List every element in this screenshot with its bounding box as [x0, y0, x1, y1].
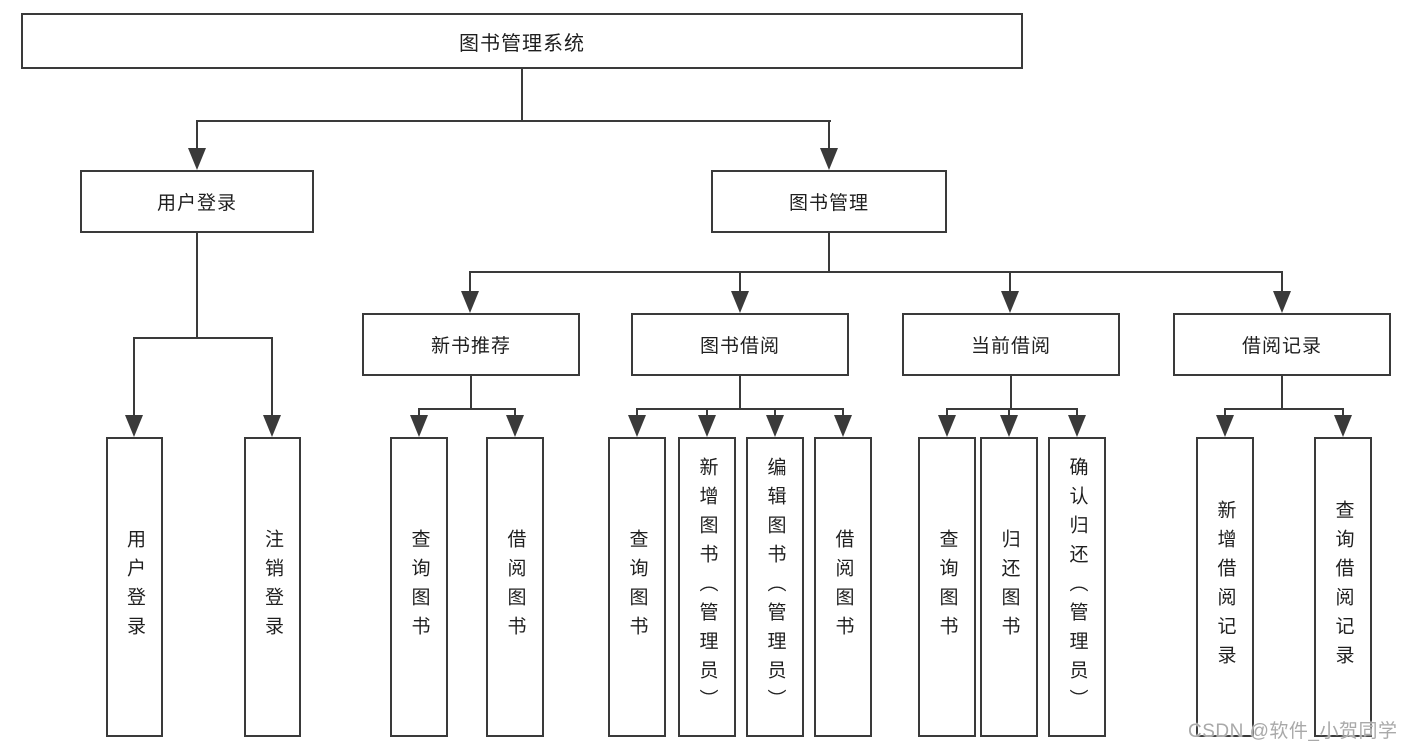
- leaf-add-book-admin: 新增图书（管理员）: [678, 437, 736, 737]
- leaf-borrow-books-recommendation: 借阅图书: [486, 437, 544, 737]
- connector-line: [1281, 376, 1283, 410]
- connector-line: [196, 120, 198, 150]
- csdn-watermark: CSDN @软件_小贺同学: [1188, 721, 1398, 742]
- arrow-down-icon: [461, 291, 479, 313]
- leaf-user-login: 用户登录: [106, 437, 163, 737]
- connector-line: [774, 408, 776, 417]
- arrow-down-icon: [766, 415, 784, 437]
- connector-line: [1281, 271, 1283, 293]
- connector-line: [418, 408, 420, 417]
- connector-line: [1009, 271, 1011, 293]
- leaf-edit-book-admin: 编辑图书（管理员）: [746, 437, 804, 737]
- leaf-add-borrow-record: 新增借阅记录: [1196, 437, 1254, 737]
- connector-line: [470, 376, 472, 410]
- leaf-query-books-current: 查询图书: [918, 437, 976, 737]
- connector-line: [196, 120, 831, 122]
- connector-line: [1342, 408, 1344, 417]
- node-borrowing-records: 借阅记录: [1173, 313, 1391, 376]
- connector-line: [842, 408, 844, 417]
- connector-line: [739, 271, 741, 293]
- connector-line: [1010, 376, 1012, 410]
- arrow-down-icon: [506, 415, 524, 437]
- leaf-borrow-books: 借阅图书: [814, 437, 872, 737]
- leaf-confirm-return-admin: 确认归还（管理员）: [1048, 437, 1106, 737]
- arrow-down-icon: [1273, 291, 1291, 313]
- arrow-down-icon: [1216, 415, 1234, 437]
- arrow-down-icon: [1000, 415, 1018, 437]
- arrow-down-icon: [698, 415, 716, 437]
- leaf-query-borrow-record: 查询借阅记录: [1314, 437, 1372, 737]
- arrow-down-icon: [628, 415, 646, 437]
- connector-line: [636, 408, 638, 417]
- connector-line: [418, 408, 516, 410]
- arrow-down-icon: [1001, 291, 1019, 313]
- connector-line: [133, 337, 135, 417]
- connector-line: [1008, 408, 1010, 417]
- connector-line: [828, 120, 830, 150]
- connector-line: [469, 271, 1283, 273]
- node-user-login: 用户登录: [80, 170, 314, 233]
- connector-line: [636, 408, 844, 410]
- arrow-down-icon: [188, 148, 206, 170]
- arrow-down-icon: [1068, 415, 1086, 437]
- connector-line: [739, 376, 741, 410]
- node-current-borrowing: 当前借阅: [902, 313, 1120, 376]
- connector-line: [469, 271, 471, 293]
- arrow-down-icon: [820, 148, 838, 170]
- leaf-query-books-recommendation: 查询图书: [390, 437, 448, 737]
- connector-line: [514, 408, 516, 417]
- connector-line: [1224, 408, 1344, 410]
- connector-line: [196, 233, 198, 339]
- leaf-logout: 注销登录: [244, 437, 301, 737]
- connector-line: [706, 408, 708, 417]
- connector-line: [133, 337, 273, 339]
- arrow-down-icon: [410, 415, 428, 437]
- connector-line: [946, 408, 1078, 410]
- arrow-down-icon: [125, 415, 143, 437]
- arrow-down-icon: [1334, 415, 1352, 437]
- connector-line: [271, 337, 273, 417]
- node-new-book-recommendation: 新书推荐: [362, 313, 580, 376]
- arrow-down-icon: [263, 415, 281, 437]
- connector-line: [1224, 408, 1226, 417]
- connector-line: [946, 408, 948, 417]
- arrow-down-icon: [834, 415, 852, 437]
- node-book-management: 图书管理: [711, 170, 947, 233]
- node-library-management-system: 图书管理系统: [21, 13, 1023, 69]
- connector-line: [1076, 408, 1078, 417]
- leaf-query-books-borrowing: 查询图书: [608, 437, 666, 737]
- connector-line: [521, 69, 523, 122]
- leaf-return-books: 归还图书: [980, 437, 1038, 737]
- connector-line: [828, 233, 830, 273]
- arrow-down-icon: [938, 415, 956, 437]
- node-book-borrowing: 图书借阅: [631, 313, 849, 376]
- arrow-down-icon: [731, 291, 749, 313]
